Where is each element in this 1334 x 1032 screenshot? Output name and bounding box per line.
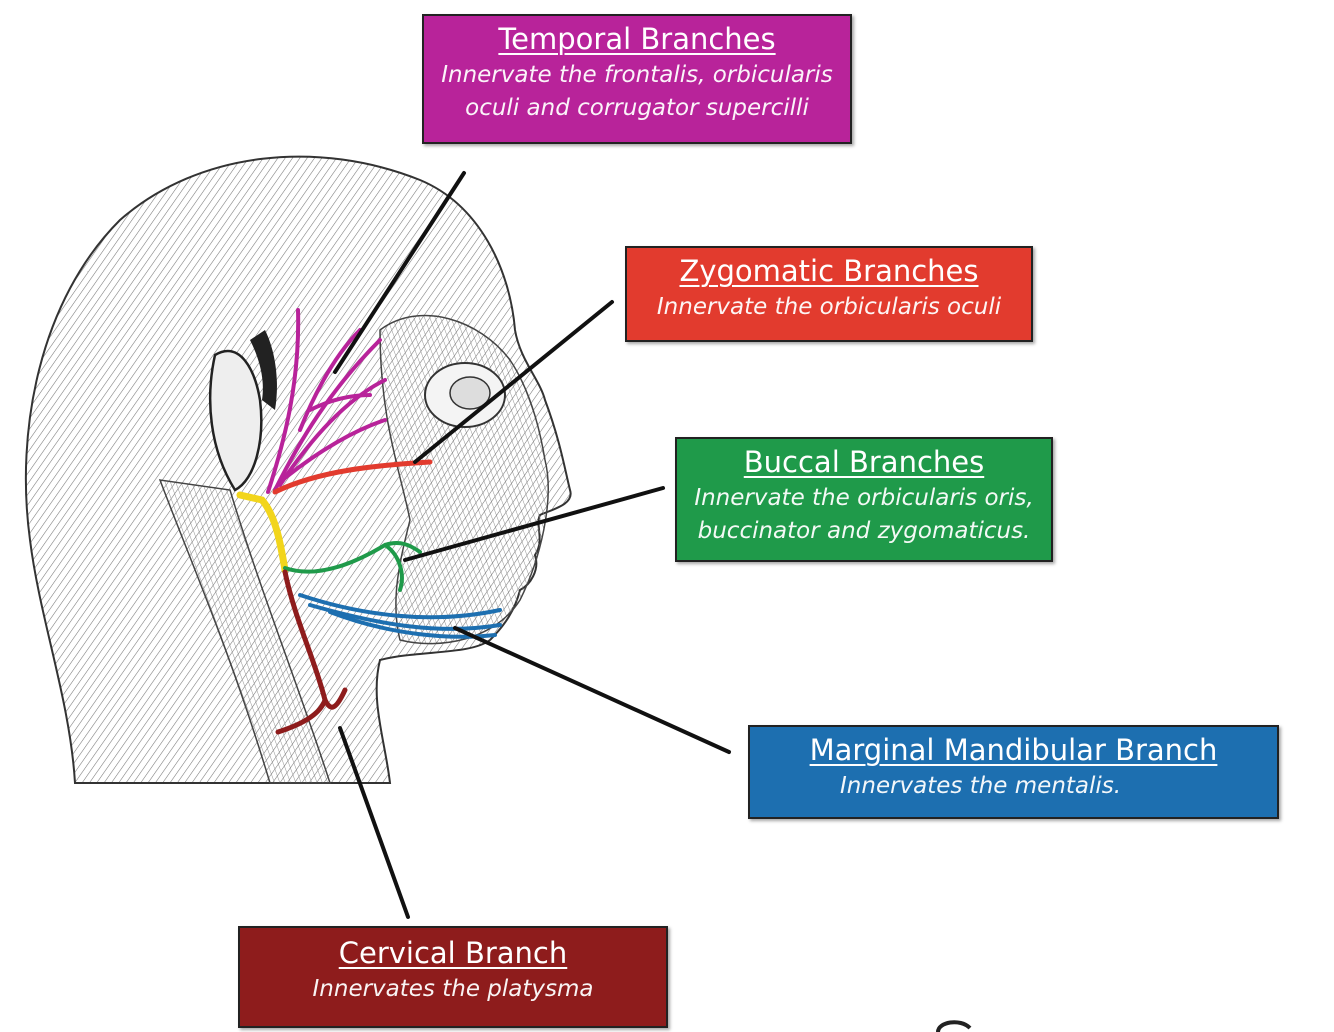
- cervical-title: Cervical Branch: [338, 936, 568, 970]
- temporal-branches-label: Temporal Branches Innervate the frontali…: [422, 14, 852, 144]
- temporal-title: Temporal Branches: [498, 22, 776, 56]
- temporal-description: Innervate the frontalis, orbicularis ocu…: [441, 61, 833, 121]
- ear-vein: [250, 330, 277, 410]
- marginal-mandibular-branch: [298, 593, 502, 639]
- marginal-mandibular-label: Marginal Mandibular Branch Innervates th…: [748, 725, 1279, 819]
- face-muscles: [379, 314, 549, 645]
- zygomatic-branch: [272, 459, 433, 495]
- buccal-title: Buccal Branches: [743, 445, 985, 479]
- cervical-description: Innervates the platysma: [312, 975, 594, 1002]
- leader-temporal: [333, 171, 466, 374]
- marginal-title: Marginal Mandibular Branch: [809, 733, 1218, 767]
- eye-pupil-area: [449, 376, 491, 410]
- cervical-branch-label: Cervical Branch Innervates the platysma: [238, 926, 668, 1028]
- buccal-description: Innervate the orbicularis oris, buccinat…: [694, 484, 1034, 544]
- buccal-branches-label: Buccal Branches Innervate the orbiculari…: [675, 437, 1053, 562]
- facial-nerve-trunk: [236, 491, 289, 574]
- ear: [208, 349, 263, 492]
- temporal-branches: [266, 308, 387, 494]
- neck-muscle: [158, 479, 332, 784]
- leader-buccal: [403, 486, 665, 562]
- zygomatic-description: Innervate the orbicularis oculi: [656, 293, 1002, 320]
- leader-marginal: [453, 626, 731, 754]
- leader-zygomatic: [413, 300, 614, 464]
- logo-icon: [936, 1020, 972, 1032]
- zygomatic-title: Zygomatic Branches: [679, 254, 979, 288]
- zygomatic-branches-label: Zygomatic Branches Innervate the orbicul…: [625, 246, 1033, 342]
- marginal-description: Innervates the mentalis.: [840, 772, 1122, 799]
- leader-lines: [333, 171, 731, 919]
- cervical-branch: [275, 569, 348, 735]
- leader-cervical: [338, 726, 410, 919]
- buccal-branch: [283, 541, 422, 592]
